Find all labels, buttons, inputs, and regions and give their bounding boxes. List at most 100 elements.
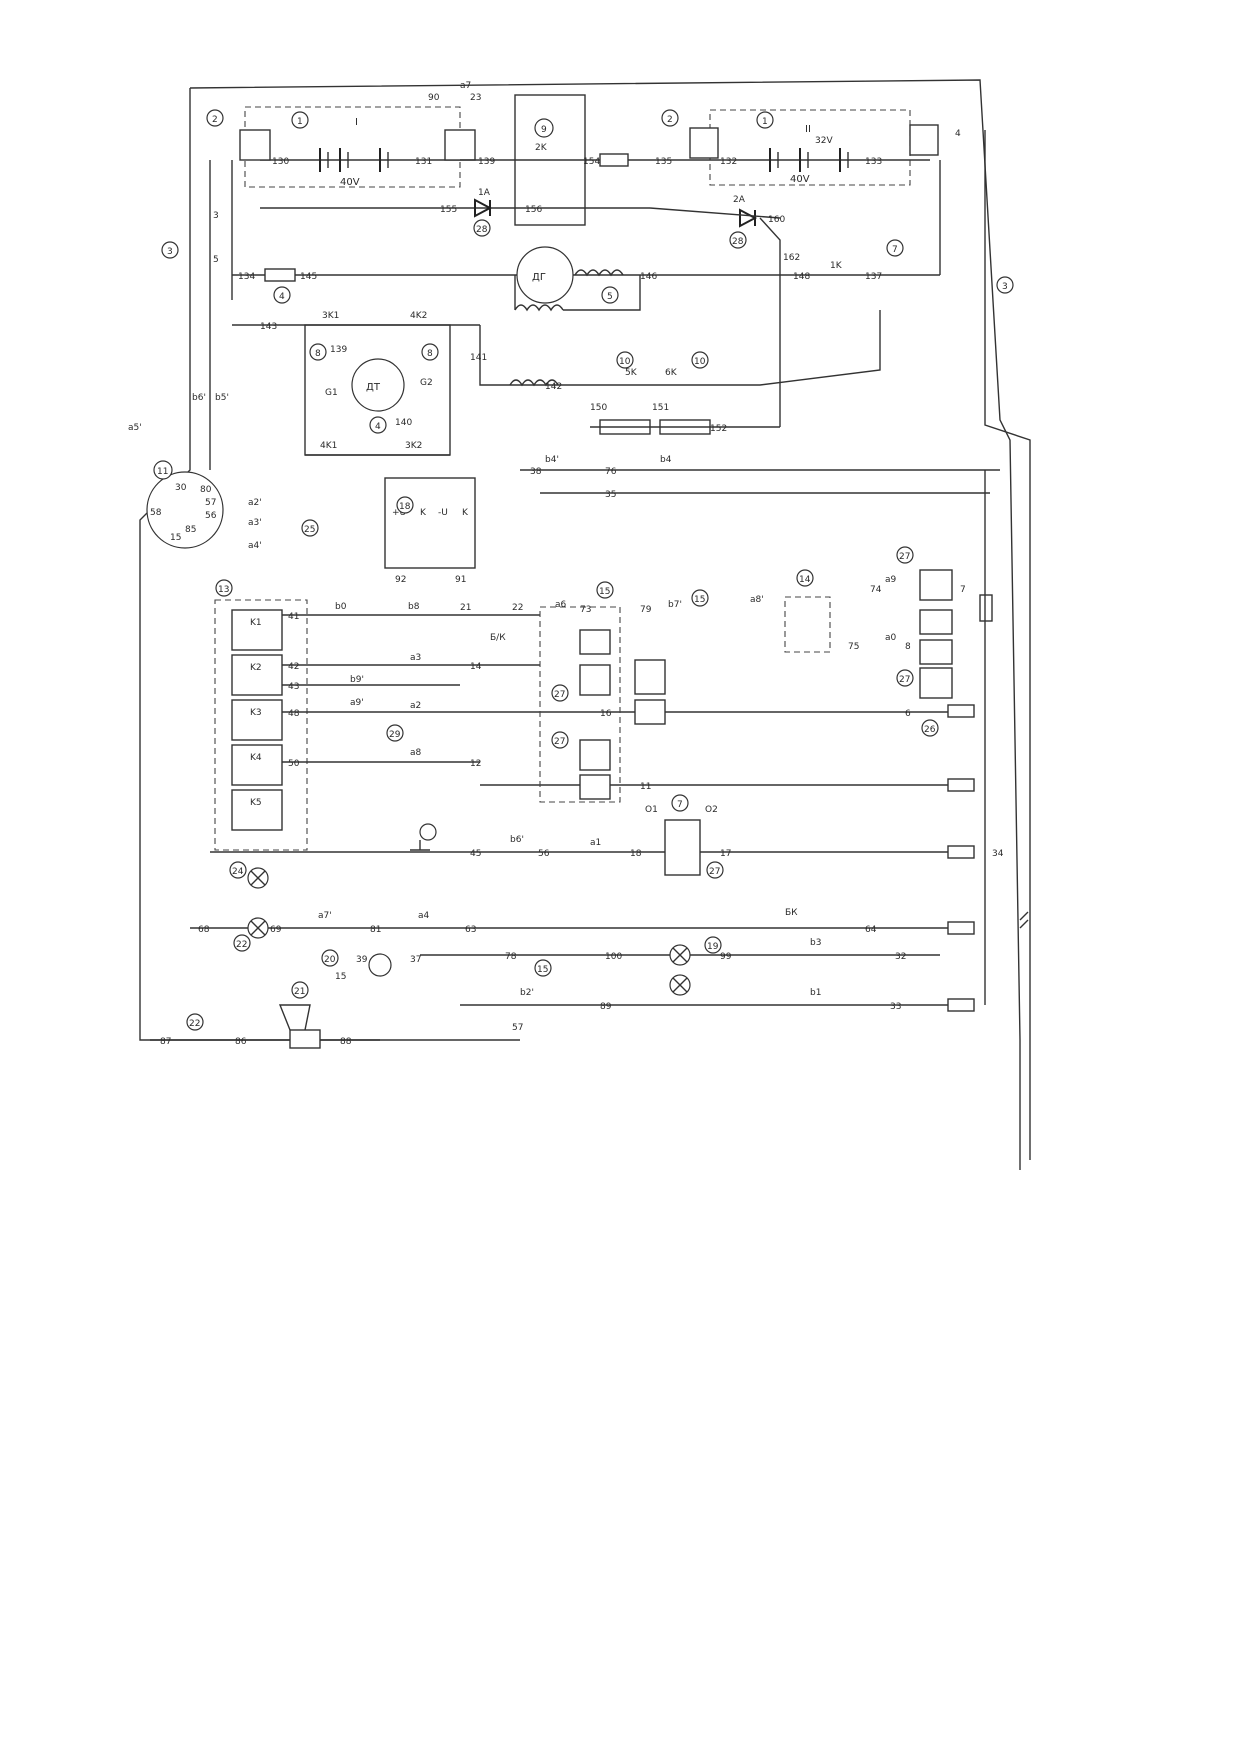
wire-outer-left-vert <box>139 88 380 1041</box>
svg-text:b5': b5' <box>215 393 229 403</box>
svg-text:2: 2 <box>667 115 673 125</box>
svg-text:7: 7 <box>960 585 966 595</box>
svg-text:a1: a1 <box>590 838 601 848</box>
svg-text:6: 6 <box>905 709 911 719</box>
svg-text:80: 80 <box>200 485 212 495</box>
relay-block-13 <box>214 599 308 851</box>
pushbutton-17 <box>410 823 437 851</box>
wire-outer-right-2 <box>984 130 1031 1160</box>
fuse-r-11 <box>947 778 975 792</box>
svg-text:81: 81 <box>370 925 381 935</box>
svg-text:12: 12 <box>470 759 481 769</box>
svg-text:41: 41 <box>288 612 299 622</box>
fuse-r-33 <box>947 998 975 1012</box>
svg-text:99: 99 <box>720 952 732 962</box>
svg-text:K3: K3 <box>250 708 262 718</box>
svg-text:16: 16 <box>600 709 612 719</box>
svg-text:9: 9 <box>541 125 547 135</box>
svg-text:63: 63 <box>465 925 476 935</box>
svg-text:Б/К: Б/К <box>490 633 506 643</box>
svg-text:92: 92 <box>395 575 406 585</box>
svg-text:152: 152 <box>710 424 727 434</box>
svg-text:56: 56 <box>538 849 550 859</box>
svg-text:22: 22 <box>189 1019 200 1029</box>
svg-text:156: 156 <box>525 205 542 215</box>
svg-text:a7: a7 <box>460 81 471 91</box>
coil-k1-k2 <box>509 379 559 387</box>
svg-text:29: 29 <box>389 730 401 740</box>
svg-text:90: 90 <box>428 93 440 103</box>
svg-text:b4: b4 <box>660 455 672 465</box>
svg-text:140: 140 <box>395 418 412 428</box>
svg-text:5: 5 <box>213 255 219 265</box>
svg-text:3: 3 <box>213 211 219 221</box>
svg-text:34: 34 <box>992 849 1004 859</box>
svg-text:K: K <box>462 508 469 518</box>
battery-i-callout: 1 <box>291 111 309 129</box>
switch-labels: 3K1 4K2 4K1 3K2 1K 2K 5K 6K БК Б/К <box>320 143 843 918</box>
svg-text:160: 160 <box>768 215 785 225</box>
svg-text:b1: b1 <box>810 988 821 998</box>
svg-text:K2: K2 <box>250 663 262 673</box>
svg-text:8: 8 <box>427 349 433 359</box>
relay-k-column: K1 K2 K3 K4 K5 <box>231 609 283 831</box>
svg-text:4: 4 <box>375 422 381 432</box>
wire-labels-top: 90 23 130 131 139 154 155 156 135 132 13… <box>213 93 961 282</box>
motor-dg-label: ДГ <box>532 272 546 283</box>
svg-text:3: 3 <box>1002 282 1008 292</box>
svg-text:27: 27 <box>899 675 910 685</box>
svg-text:27: 27 <box>554 690 565 700</box>
battery-i-voltage: 40V <box>340 177 360 188</box>
svg-text:64: 64 <box>865 925 877 935</box>
svg-text:37: 37 <box>410 955 421 965</box>
svg-text:20: 20 <box>324 955 336 965</box>
svg-text:a9': a9' <box>350 698 364 708</box>
svg-text:a4: a4 <box>418 911 430 921</box>
svg-text:b8: b8 <box>408 602 420 612</box>
svg-text:25: 25 <box>304 525 315 535</box>
svg-text:a3: a3 <box>410 653 421 663</box>
svg-text:68: 68 <box>198 925 210 935</box>
svg-text:19: 19 <box>707 942 719 952</box>
terminal-block-labels: +U K -U K <box>392 508 469 518</box>
svg-text:b9': b9' <box>350 675 364 685</box>
svg-text:28: 28 <box>732 237 744 247</box>
svg-text:151: 151 <box>652 403 669 413</box>
svg-text:148: 148 <box>793 272 810 282</box>
svg-text:3: 3 <box>167 247 173 257</box>
switch-i-right <box>444 129 476 161</box>
svg-text:142: 142 <box>545 382 562 392</box>
svg-text:15: 15 <box>335 972 346 982</box>
terminal-block-18 <box>384 477 476 569</box>
battery-ii-voltage: 40V <box>790 174 810 185</box>
svg-text:b2': b2' <box>520 988 534 998</box>
svg-text:133: 133 <box>865 157 882 167</box>
svg-text:15: 15 <box>599 587 610 597</box>
fuse-154 <box>599 153 629 167</box>
svg-text:22: 22 <box>236 940 247 950</box>
fuse-r-6 <box>947 704 975 718</box>
svg-text:1: 1 <box>762 117 768 127</box>
svg-text:58: 58 <box>150 508 162 518</box>
svg-text:43: 43 <box>288 682 299 692</box>
svg-text:O1: O1 <box>645 805 658 815</box>
svg-text:8: 8 <box>905 642 911 652</box>
svg-text:2A: 2A <box>733 195 746 205</box>
svg-text:27: 27 <box>899 552 910 562</box>
svg-text:28: 28 <box>476 225 488 235</box>
svg-text:2K: 2K <box>535 143 548 153</box>
svg-text:131: 131 <box>415 157 432 167</box>
battery-group-i-box <box>244 106 461 188</box>
lamp-24 <box>247 867 269 889</box>
svg-text:b0: b0 <box>335 602 347 612</box>
svg-text:15: 15 <box>694 595 705 605</box>
svg-text:22: 22 <box>512 603 523 613</box>
relay-block-14 <box>784 596 831 653</box>
svg-text:a3': a3' <box>248 518 262 528</box>
svg-text:146: 146 <box>640 272 657 282</box>
svg-text:15: 15 <box>170 533 181 543</box>
svg-text:a2: a2 <box>410 701 421 711</box>
svg-text:1: 1 <box>297 117 303 127</box>
